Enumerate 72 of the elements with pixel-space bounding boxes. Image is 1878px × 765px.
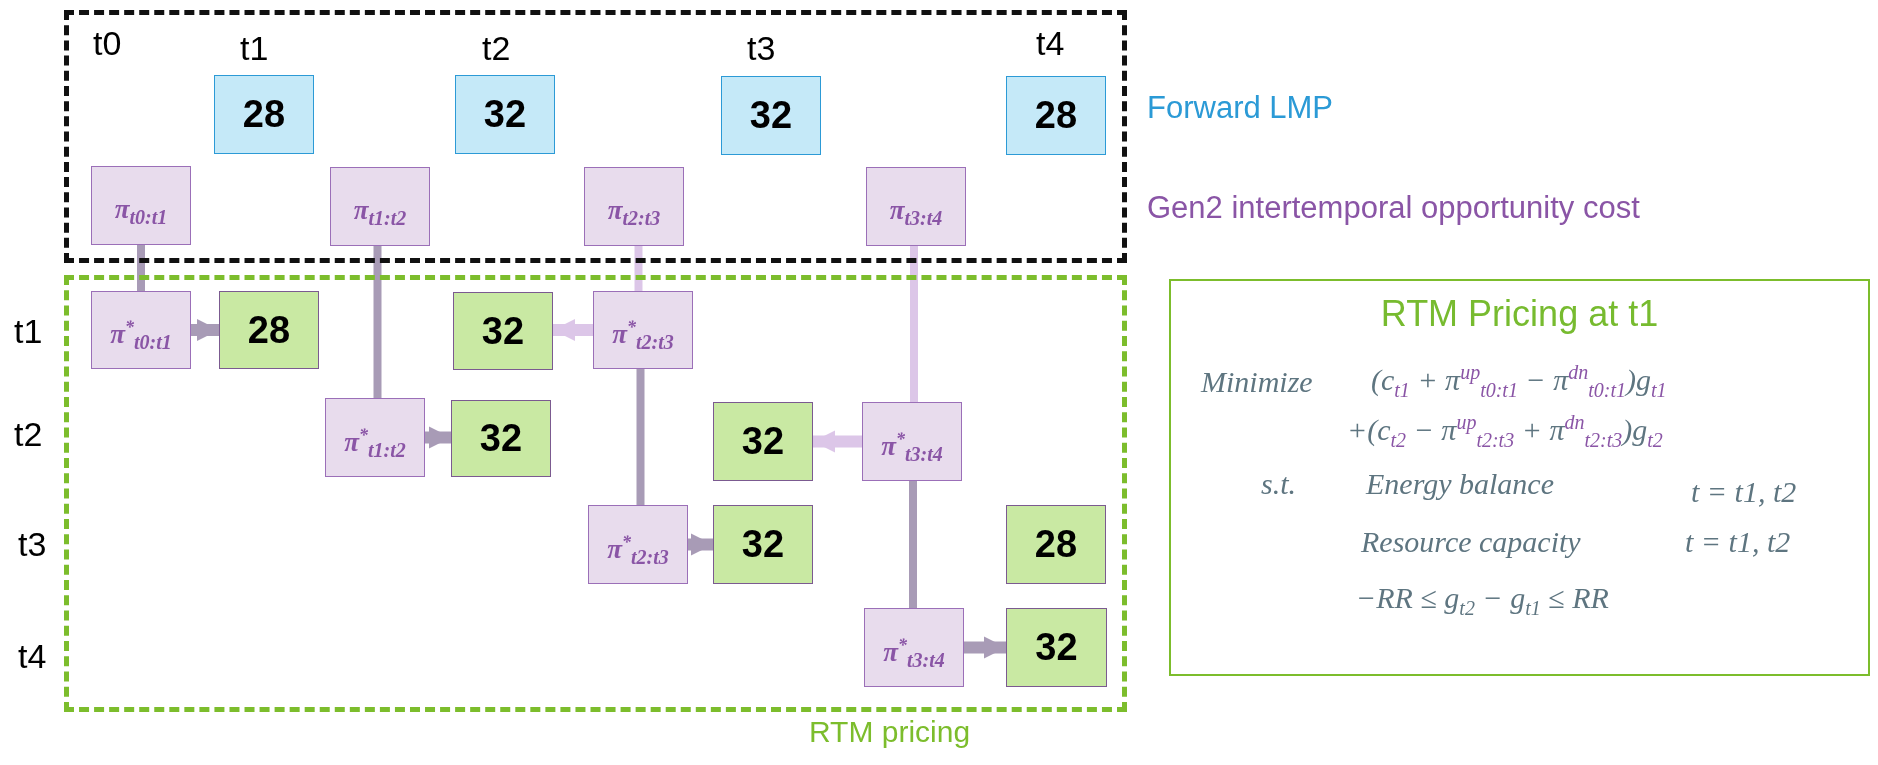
price-value: 28 [1034, 523, 1078, 566]
formula-text: Resource capacity [1361, 525, 1581, 559]
cost-box [864, 608, 964, 687]
cost-variable: π$_{t3:t4}$ [889, 194, 943, 231]
time-label: t1 [240, 29, 269, 68]
price-value: 32 [749, 94, 793, 137]
cost-box [330, 167, 430, 246]
formula-text: s.t. [1261, 467, 1296, 501]
price-box [453, 292, 553, 370]
price-box [219, 291, 319, 369]
time-label: t2 [482, 29, 511, 68]
formula-panel [1169, 279, 1870, 676]
frame-caption: RTM pricing [809, 715, 971, 749]
time-label: t3 [747, 29, 776, 68]
formula-text: t = t1, t2 [1685, 525, 1791, 559]
time-label: t3 [18, 525, 47, 564]
row-caption: Forward LMP [1147, 90, 1334, 126]
time-label: t2 [14, 415, 43, 454]
dashed-frame [64, 10, 1127, 263]
connector-line [137, 245, 145, 291]
price-value: 32 [1035, 626, 1078, 669]
arrow [425, 426, 451, 449]
price-value: 28 [1034, 94, 1078, 137]
cost-variable: π$_{t1:t2}$ [353, 194, 407, 231]
price-value: 32 [479, 417, 523, 460]
cost-box [325, 398, 425, 477]
connector-line [636, 369, 645, 505]
arrow [191, 319, 219, 341]
arrow [688, 533, 713, 556]
price-box [1006, 76, 1106, 155]
price-box [721, 76, 821, 155]
arrow [813, 430, 862, 453]
cost-box [588, 505, 688, 584]
formula-text: t = t1, t2 [1691, 475, 1797, 509]
cost-box [91, 291, 191, 369]
formula-text: Energy balance [1366, 467, 1554, 501]
price-value: 28 [247, 308, 291, 352]
formula-text: +(c$_{t2}$ − π$^{up}$$_{t2:t3}$ + π$^{dn}$$_{t2:t3}$)g$_{t2}$ [1347, 411, 1663, 452]
time-label: t1 [14, 312, 43, 351]
price-value: 32 [481, 309, 525, 353]
price-box [214, 75, 314, 154]
cost-box [593, 291, 693, 369]
price-box [451, 400, 551, 477]
price-box [713, 505, 813, 584]
price-value: 32 [483, 93, 527, 136]
cost-box [584, 167, 684, 246]
price-box [1006, 505, 1106, 584]
connector-line [373, 246, 382, 398]
row-caption: Gen2 intertemporal opportunity cost [1147, 190, 1640, 226]
time-label: t4 [1036, 24, 1065, 63]
price-value: 32 [741, 523, 785, 566]
connector-line [909, 481, 917, 608]
cost-box [862, 402, 962, 481]
price-value: 28 [242, 93, 286, 136]
cost-variable: π$_{t0:t1}$ [114, 193, 168, 230]
arrow [553, 319, 593, 341]
price-box [455, 75, 555, 154]
price-value: 32 [741, 420, 785, 463]
cost-box [866, 167, 966, 246]
cost-variable: π$_{t2:t3}$ [607, 194, 661, 231]
price-box [1006, 608, 1107, 687]
cost-box [91, 166, 191, 245]
panel-title: RTM Pricing at t1 [1379, 293, 1660, 335]
connector-line [910, 246, 918, 402]
price-box [713, 402, 813, 481]
connector-line [634, 246, 643, 291]
formula-text: Minimize [1201, 365, 1313, 399]
arrow [964, 636, 1006, 659]
formula-text: −RR ≤ g$_{t2}$ − g$_{t1}$ ≤ RR [1356, 581, 1609, 620]
time-label: t4 [18, 637, 47, 676]
formula-text: (c$_{t1}$ + π$^{up}$$_{t0:t1}$ − π$^{dn}$$_{t0:t1}$)g$_{t1}$ [1371, 361, 1667, 402]
time-label: t0 [93, 24, 122, 63]
